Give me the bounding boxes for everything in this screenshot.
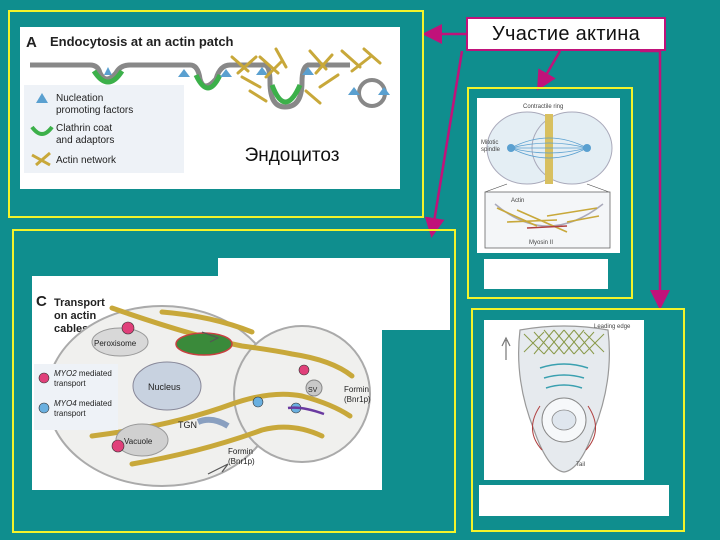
svg-text:Actin network: Actin network (56, 155, 117, 166)
triangle-icon (36, 93, 48, 103)
motility-figure: Leading edge Tail (484, 320, 644, 480)
cytokinesis-blank-label (484, 259, 608, 289)
svg-text:Transport: Transport (54, 297, 105, 309)
svg-text:Formin: Formin (344, 385, 369, 394)
transport-legend: MYO2 mediated transport MYO4 mediated tr… (34, 364, 118, 430)
cytokinesis-diagram: Contractile ring Mitotic spindle Actin M… (481, 104, 613, 249)
svg-text:MYO2 mediated: MYO2 mediated (54, 369, 112, 378)
svg-text:Nucleus: Nucleus (148, 382, 181, 392)
svg-text:spindle: spindle (481, 147, 501, 153)
svg-text:Nucleation: Nucleation (56, 93, 103, 104)
endocytosis-diagram: A Endocytosis at an actin patch Nucl (24, 34, 390, 173)
frame-transport (12, 229, 456, 533)
frame-endocytosis (8, 10, 424, 218)
svg-text:Peroxisome: Peroxisome (94, 339, 137, 348)
cytokinesis-figure: Contractile ring Mitotic spindle Actin M… (477, 98, 620, 253)
frame-cytokinesis (467, 87, 633, 299)
panel-a-letter: A (26, 34, 37, 51)
filament-icon (31, 151, 51, 167)
arc-icon (30, 125, 54, 136)
frame-motility (471, 308, 685, 532)
svg-text:Tail: Tail (576, 462, 585, 468)
svg-text:Clathrin coat: Clathrin coat (56, 123, 112, 134)
svg-text:MYO4 mediated: MYO4 mediated (54, 399, 112, 408)
svg-text:Leading edge: Leading edge (594, 324, 631, 330)
svg-text:on actin: on actin (54, 310, 96, 322)
transport-diagram: C Transport on actin cables Nucleus Pero… (34, 293, 371, 487)
myo4-dot-icon (38, 402, 50, 414)
svg-text:transport: transport (54, 379, 86, 388)
page-title: Участие актина (466, 17, 666, 51)
arrow-to-transport (424, 50, 464, 238)
motility-blank-label (479, 485, 669, 516)
motility-diagram: Leading edge Tail (501, 324, 631, 473)
myo2-dot-icon (38, 372, 50, 384)
svg-text:and adaptors: and adaptors (56, 135, 114, 146)
panel-a-heading: Endocytosis at an actin patch (50, 34, 234, 49)
endocytosis-legend: Nucleation promoting factors Clathrin co… (24, 85, 184, 173)
svg-text:transport: transport (54, 409, 86, 418)
svg-text:Actin: Actin (511, 198, 524, 204)
panel-c-letter: C (36, 293, 47, 310)
svg-text:Contractile ring: Contractile ring (523, 104, 563, 110)
svg-text:(Bnr1p): (Bnr1p) (228, 457, 255, 466)
arrow-to-cytokinesis (536, 50, 562, 91)
svg-text:Vacuole: Vacuole (124, 437, 153, 446)
arrow-to-motility (640, 49, 670, 310)
endocytosis-caption: Эндоцитоз (184, 122, 400, 189)
svg-text:Myosin II: Myosin II (529, 240, 553, 246)
svg-text:Mitotic: Mitotic (481, 140, 498, 146)
svg-text:Formin: Formin (228, 447, 253, 456)
svg-text:TGN: TGN (178, 420, 197, 430)
transport-figure: C Transport on actin cables Nucleus Pero… (32, 276, 382, 490)
svg-text:(Bnr1p): (Bnr1p) (344, 395, 371, 404)
svg-text:promoting factors: promoting factors (56, 105, 133, 116)
svg-text:SV: SV (308, 387, 318, 394)
